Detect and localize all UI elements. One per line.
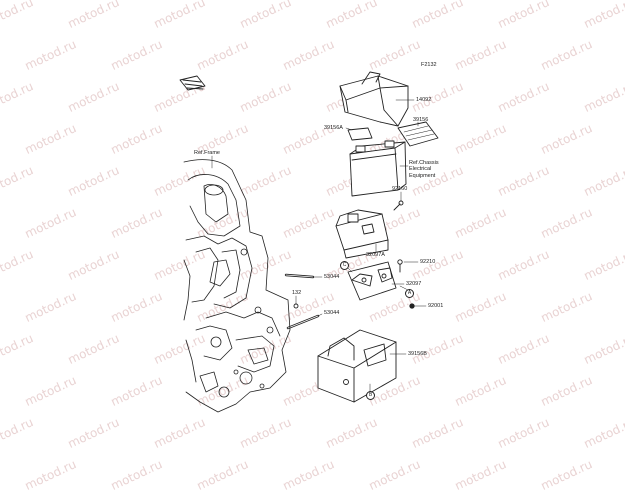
ref-chassis-label: Ref.Chassis Electrical Equipment [409,160,439,179]
part-132 [294,304,298,308]
bolt-53044-lower [288,316,318,328]
ref-frame-label: Ref.Frame [194,150,220,156]
part-label-92210[interactable]: 92210 [420,259,435,265]
callout-a: A [405,289,414,298]
part-label-39156[interactable]: 39156 [413,117,428,123]
frame [184,160,290,412]
part-label-39156b[interactable]: 39156B [408,351,427,357]
diagram-id: F2132 [421,62,437,68]
battery-cover-14092 [340,72,408,126]
bracket-32097 [348,262,396,300]
part-label-32097[interactable]: 32097 [406,281,421,287]
bolt-92001 [410,304,414,308]
part-label-14092[interactable]: 14092 [416,97,431,103]
bolt-92210 [398,260,402,272]
part-label-92001[interactable]: 92001 [428,303,443,309]
part-label-53044-upper[interactable]: 53044 [324,274,339,280]
bolt-92160 [394,201,403,210]
part-label-132[interactable]: 132 [292,290,301,296]
part-label-39156a[interactable]: 39156A [324,125,343,131]
part-label-53044-lower[interactable]: 53044 [324,310,339,316]
callout-b: B [366,391,375,400]
battery-case-32097a [336,210,388,258]
part-label-32097a[interactable]: 32097A [366,252,385,258]
front-arrow-icon [180,76,205,90]
callout-c: C [340,261,349,270]
lower-cover-39156b [318,330,396,402]
diagram-drawing [0,0,625,468]
part-label-92160[interactable]: 92160 [392,186,407,192]
bolt-53044-upper [286,275,313,277]
